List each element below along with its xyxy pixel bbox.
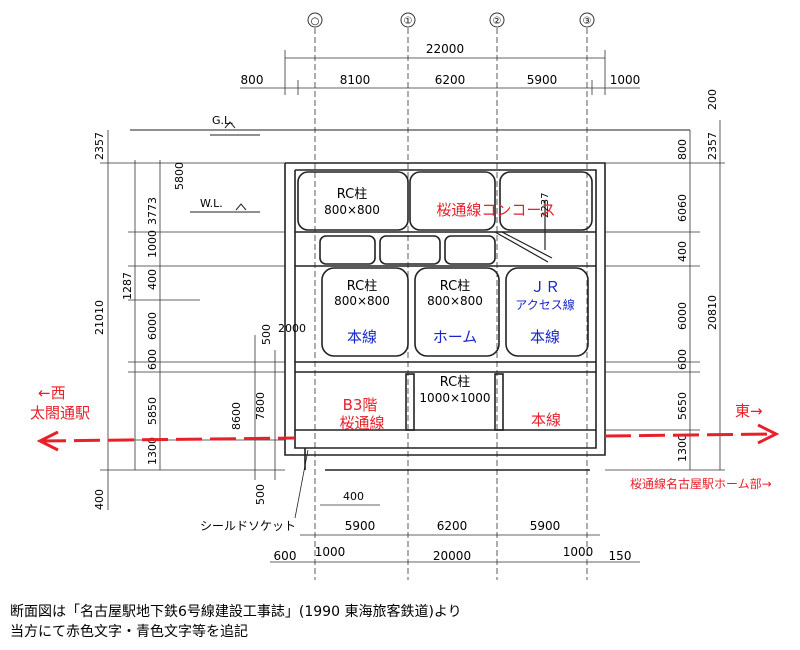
dim-bottom-total: 20000 [433, 549, 471, 563]
rc-column-low-label: RC柱 [440, 375, 470, 390]
access-line-annotation: アクセス線 [515, 297, 574, 312]
dim-total-top: 22000 [426, 42, 464, 56]
west-direction-label: ←西 [38, 384, 66, 402]
concourse-annotation: 桜通線コンコース [436, 201, 555, 219]
axis-marker-2: ② [493, 16, 502, 27]
axis-marker-1: ① [404, 16, 413, 27]
main-line-left-annotation: 本線 [347, 328, 377, 346]
dim-right-inner-6: 1300 [676, 434, 689, 462]
dim-right-inner-5: 5650 [676, 392, 689, 420]
eastbound-arrow [604, 423, 780, 445]
jr-annotation: ＪＲ [530, 278, 560, 296]
dim-bottom-span-2: 5900 [530, 519, 561, 533]
bottom-dimension-lines [270, 504, 640, 563]
water-level-label: W.L. [200, 197, 223, 210]
dim-bottom-span-0: 5900 [345, 519, 376, 533]
platform-direction-label: 桜通線名古屋駅ホーム部→ [630, 476, 772, 491]
rc-column-mid2-size: 800×800 [427, 294, 483, 308]
shield-socket-leader [294, 449, 309, 519]
platform-annotation: ホーム [433, 328, 478, 346]
rc-column-low-size: 1000×1000 [419, 391, 490, 405]
water-level-line [190, 203, 260, 213]
dim-left-inner-7: 5850 [146, 397, 159, 425]
dim-top-2: 6200 [435, 73, 466, 87]
column-axis-lines [314, 28, 588, 580]
right-dimension-lines [605, 120, 725, 471]
dim-left-outer-1: 21010 [93, 300, 106, 335]
rc-column-mid1-size: 800×800 [334, 294, 390, 308]
dim-right-outer-1: 2357 [706, 132, 719, 160]
cross-section-drawing: ○ ① ② ③ 22000 800 8100 6200 5900 1000 G.… [30, 12, 780, 580]
b3-floor-annotation: B3階 [343, 396, 378, 414]
dim-right-inner-4: 600 [676, 349, 689, 370]
dim-right-inner-3: 6000 [676, 302, 689, 330]
dim-wall-1: 500 [260, 324, 273, 345]
dim-right-outer-2: 20810 [706, 295, 719, 330]
shield-socket-label: シールドソケット [200, 519, 296, 533]
dim-slab-400: 400 [343, 490, 364, 503]
b3-line-annotation: 桜通線 [339, 414, 384, 432]
dim-left-inner-0: 5800 [173, 162, 186, 190]
dim-wall-0: 2000 [278, 322, 306, 335]
left-dimension-lines [100, 130, 285, 510]
dim-bottom-span-1: 6200 [437, 519, 468, 533]
dim-left-inner-4: 400 [146, 269, 159, 290]
dim-left-inner-1: 3773 [146, 197, 159, 225]
dim-top-0: 800 [241, 73, 264, 87]
dim-right-inner-2: 400 [676, 241, 689, 262]
station-structure [284, 162, 606, 471]
dim-right-inner-0: 800 [676, 139, 689, 160]
dim-bottom-left-inner: 1000 [315, 545, 346, 559]
rc-column-mid2-label: RC柱 [440, 279, 470, 294]
dim-bottom-right-outer: 150 [609, 549, 632, 563]
dim-top-1: 8100 [340, 73, 371, 87]
rc-column-top-label: RC柱 [337, 187, 367, 202]
ground-line [130, 121, 690, 136]
dim-left-inner-3: 1287 [121, 272, 134, 300]
main-line-right-annotation: 本線 [531, 411, 561, 429]
dim-bottom-left-outer: 600 [274, 549, 297, 563]
dim-left-outer-0: 2357 [93, 132, 106, 160]
jr-main-line-annotation: 本線 [530, 328, 560, 346]
top-dimension-lines [240, 50, 640, 95]
westbound-arrow [36, 430, 296, 452]
taiko-dori-station-label: 太閤通駅 [30, 404, 90, 422]
dim-right-inner-1: 6060 [676, 194, 689, 222]
rc-column-mid1-label: RC柱 [347, 279, 377, 294]
dim-top-3: 5900 [527, 73, 558, 87]
caption-annotation-note: 当方にて赤色文字・青色文字等を追記 [10, 624, 248, 640]
dim-wall-3: 7800 [254, 392, 267, 420]
axis-marker-0: ○ [311, 16, 320, 27]
dim-left-inner-2: 1000 [146, 230, 159, 258]
dim-top-4: 1000 [610, 73, 641, 87]
dim-left-inner-6: 600 [146, 349, 159, 370]
dim-wall-2: 8600 [230, 402, 243, 430]
dim-wall-4: 500 [254, 484, 267, 505]
east-direction-label: 東→ [735, 402, 763, 420]
dim-right-outer-0: 200 [706, 89, 719, 110]
rc-column-top-size: 800×800 [324, 203, 380, 217]
column-axis-markers [307, 12, 595, 28]
dim-left-outer-2: 400 [93, 489, 106, 510]
stair-dimension: 2237 [540, 193, 551, 218]
ground-level-label: G.L. [212, 114, 234, 127]
staircase [494, 200, 553, 263]
dim-left-inner-5: 6000 [146, 312, 159, 340]
dim-left-inner-8: 1300 [146, 437, 159, 465]
dim-bottom-right-inner: 1000 [563, 545, 594, 559]
caption-source-line: 断面図は「名古屋駅地下鉄6号線建設工事誌」(1990 東海旅客鉄道)より [10, 604, 462, 620]
axis-marker-3: ③ [583, 16, 592, 27]
